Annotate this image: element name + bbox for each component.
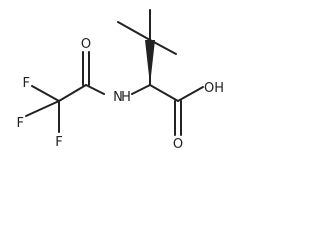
atom-n-amide: N bbox=[113, 90, 123, 105]
atom-o-amide: O bbox=[81, 37, 91, 52]
atom-f-bottom: F bbox=[55, 135, 62, 150]
bond-n-acyl bbox=[85, 84, 105, 95]
bond-alpha-n bbox=[131, 84, 151, 95]
bond-carboxyl-oh bbox=[177, 86, 204, 102]
atom-f-top: F bbox=[23, 76, 30, 91]
atom-labels: F F F O N H OH O bbox=[17, 37, 225, 152]
structure-diagram: F F F O N H OH O bbox=[17, 9, 225, 152]
bond-alpha-carboxyl bbox=[149, 84, 179, 102]
atom-o-carbonyl: O bbox=[173, 137, 183, 152]
bond-cf3-f-left bbox=[25, 100, 60, 117]
bond-acyl-cf3 bbox=[58, 84, 87, 102]
atom-f-left: F bbox=[17, 116, 24, 131]
bond-cf3-f-top bbox=[31, 85, 60, 102]
atom-oh: OH bbox=[204, 81, 224, 96]
wedge-bond bbox=[145, 40, 155, 85]
bond-tbu-methyl-left bbox=[117, 21, 151, 41]
atom-h-amide: H bbox=[121, 90, 131, 105]
bonds bbox=[25, 9, 204, 136]
